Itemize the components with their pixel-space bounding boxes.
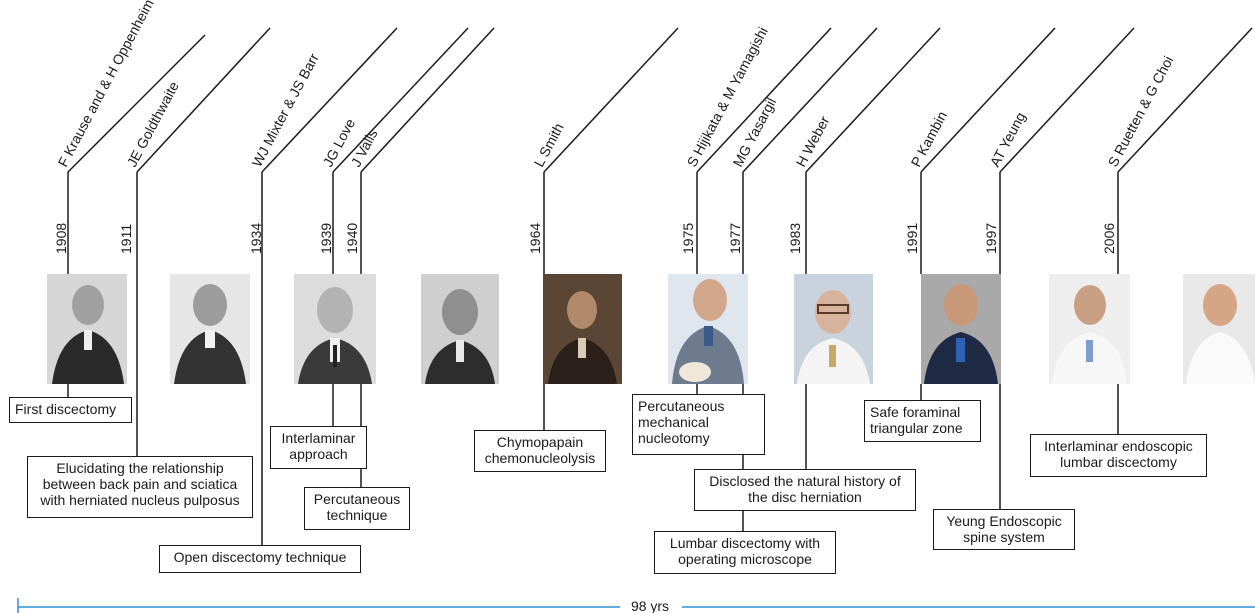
event-safe-zone: Safe foraminal triangular zone bbox=[864, 400, 981, 442]
event-percutaneous-mechanical: Percutaneous mechanical nucleotomy bbox=[632, 394, 765, 455]
event-first-discectomy: First discectomy bbox=[9, 397, 132, 423]
event-interlaminar-endoscopic: Interlaminar endoscopic lumbar discectom… bbox=[1030, 434, 1207, 477]
leader-line bbox=[920, 27, 1056, 173]
portrait-hijikata bbox=[668, 274, 748, 384]
year-labels: 1908 1911 1934 1939 1940 1964 1975 1977 1983 1991… bbox=[53, 223, 1117, 254]
span-label: 98 yrs bbox=[631, 598, 669, 613]
year-label: 1911 bbox=[118, 224, 134, 254]
leader-line bbox=[67, 34, 206, 173]
portrait-yeung bbox=[1183, 274, 1255, 384]
leader-line bbox=[742, 27, 878, 173]
person-name-label: L Smith bbox=[531, 120, 567, 169]
person-name-label: WJ Mixter & JS Barr bbox=[249, 50, 322, 169]
leader-line bbox=[360, 27, 495, 173]
person-name-label: AT Yeung bbox=[987, 109, 1029, 169]
portrait-weber bbox=[921, 274, 1001, 384]
event-open-discectomy: Open discectomy technique bbox=[159, 545, 361, 573]
event-chymopapain: Chymopapain chemonucleolysis bbox=[474, 430, 606, 472]
portrait-smith bbox=[543, 274, 622, 384]
event-natural-history: Disclosed the natural history of the dis… bbox=[694, 469, 916, 511]
year-label: 2006 bbox=[1101, 223, 1117, 254]
year-label: 1983 bbox=[787, 223, 803, 254]
year-label: 1908 bbox=[53, 223, 69, 254]
person-name-label: H Weber bbox=[793, 113, 833, 169]
person-name-label: S Hijikata & M Yamagishi bbox=[684, 24, 771, 169]
event-goldthwaite: Elucidating the relationship between bac… bbox=[27, 456, 253, 518]
year-label: 1934 bbox=[248, 223, 264, 254]
portrait-love bbox=[421, 274, 499, 384]
event-microscope: Lumbar discectomy with operating microsc… bbox=[654, 531, 836, 574]
portrait-krause bbox=[47, 274, 127, 384]
span-bar: 98 yrs bbox=[17, 598, 1255, 613]
year-label: 1940 bbox=[344, 223, 360, 254]
year-label: 1997 bbox=[983, 223, 999, 254]
portrait-yasargil bbox=[794, 274, 873, 384]
leader-line bbox=[332, 27, 469, 173]
person-name-label: P Kambin bbox=[908, 109, 951, 170]
year-label: 1991 bbox=[904, 223, 920, 254]
leader-line bbox=[136, 27, 271, 173]
year-label: 1964 bbox=[527, 223, 543, 254]
leader-line bbox=[543, 27, 679, 173]
portrait-mixter bbox=[294, 274, 376, 384]
leader-line bbox=[805, 27, 941, 173]
leader-line bbox=[999, 27, 1135, 173]
leader-line bbox=[1117, 27, 1253, 173]
person-name-label: S Ruetten & G Choi bbox=[1105, 53, 1177, 169]
event-interlaminar-approach: Interlaminar approach bbox=[270, 426, 367, 469]
person-name-label: MG Yasargil bbox=[730, 95, 780, 169]
event-percutaneous-technique: Percutaneous technique bbox=[304, 487, 410, 530]
portrait-kambin bbox=[1049, 274, 1130, 384]
leader-line bbox=[261, 27, 398, 173]
year-label: 1939 bbox=[318, 223, 334, 254]
year-label: 1975 bbox=[680, 223, 696, 254]
leader-line bbox=[696, 27, 832, 173]
leader-lines bbox=[67, 27, 1253, 545]
portrait-goldthwaite bbox=[170, 274, 250, 384]
event-yeung-system: Yeung Endoscopic spine system bbox=[933, 509, 1075, 550]
year-label: 1977 bbox=[727, 223, 743, 254]
